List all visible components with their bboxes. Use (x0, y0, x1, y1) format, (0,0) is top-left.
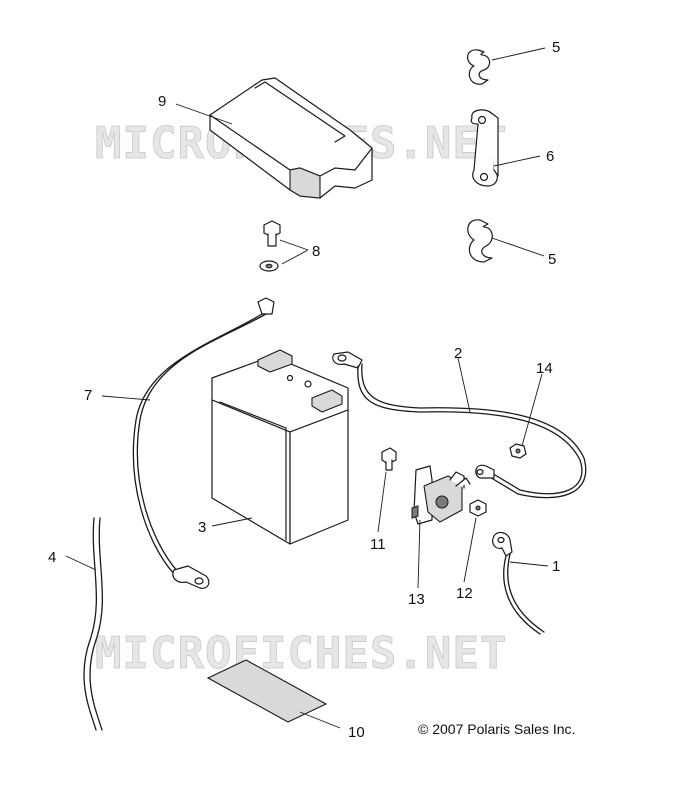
part-11-bolt (381, 447, 397, 471)
part-12-nut (469, 499, 487, 517)
part-8-bolt-washer (259, 220, 281, 272)
callout-5-bottom: 5 (548, 251, 556, 268)
callout-13: 13 (408, 591, 425, 608)
callout-7: 7 (84, 387, 92, 404)
callout-5-top: 5 (552, 39, 560, 56)
callout-6: 6 (546, 148, 554, 165)
callout-12: 12 (456, 585, 473, 602)
watermark-bottom: MICROFICHES.NET (95, 628, 507, 679)
callout-9: 9 (158, 93, 166, 110)
part-4-long-cable (83, 517, 104, 731)
callout-11: 11 (370, 536, 386, 553)
part-13-solenoid (411, 465, 471, 525)
part-5-clip-top (467, 49, 491, 85)
part-5-clip-bottom (467, 219, 493, 263)
leader-lines (65, 47, 549, 729)
callout-4: 4 (48, 549, 56, 566)
callout-1: 1 (552, 558, 560, 575)
callout-3: 3 (198, 519, 206, 536)
callout-10: 10 (348, 724, 365, 741)
part-9-battery-cover (209, 77, 373, 199)
callout-14: 14 (536, 360, 553, 377)
part-1-short-cable (492, 531, 545, 635)
part-6-strap (470, 109, 499, 187)
part-2-positive-cable (332, 351, 587, 499)
part-14-nut (509, 443, 527, 459)
part-3-battery (211, 349, 349, 545)
part-7-negative-cable (132, 297, 275, 589)
copyright-notice: © 2007 Polaris Sales Inc. (418, 721, 575, 737)
part-10-label (206, 659, 328, 723)
callout-8: 8 (312, 243, 320, 260)
callout-2: 2 (454, 345, 462, 362)
